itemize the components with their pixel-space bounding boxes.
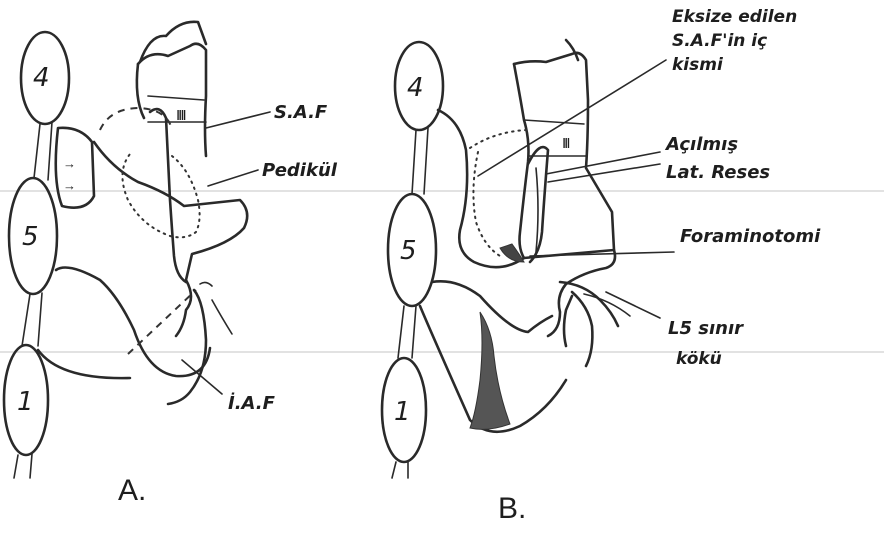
excised-label-line1: Eksize edilen <box>672 7 797 27</box>
excised-label-line3: kismi <box>672 55 724 75</box>
saf-label: S.A.F <box>274 102 328 123</box>
panel-a-vertebra-4-label: 4 <box>33 63 50 93</box>
panel-b-vertebra-4-label: 4 <box>407 73 424 103</box>
panel-b-vertebra-5-label: 5 <box>400 236 417 266</box>
panel-a-vertebra-5-label: 5 <box>22 222 39 252</box>
panel-a-letter: A. <box>118 474 146 507</box>
svg-text:→: → <box>63 178 76 193</box>
panel-b-vertebra-1-label: 1 <box>394 397 411 427</box>
iaf-label: İ.A.F <box>228 392 276 414</box>
recess-label-line1: Açılmış <box>664 134 738 155</box>
panel-b-drawing: III <box>382 40 674 478</box>
pedicle-label: Pedikül <box>262 160 338 181</box>
svg-text:III: III <box>562 135 569 152</box>
excised-label-line2: S.A.F'in iç <box>672 31 767 51</box>
svg-text:→: → <box>63 156 76 171</box>
root-label-line1: L5 sınır <box>668 318 744 339</box>
root-label-line2: kökü <box>676 349 722 369</box>
svg-text:IIII: IIII <box>176 107 186 124</box>
panel-b-letter: B. <box>498 492 526 525</box>
foraminotomy-label: Foraminotomi <box>680 226 821 247</box>
recess-label-line2: Lat. Reses <box>666 162 770 183</box>
panel-a-vertebra-1-label: 1 <box>17 387 34 417</box>
